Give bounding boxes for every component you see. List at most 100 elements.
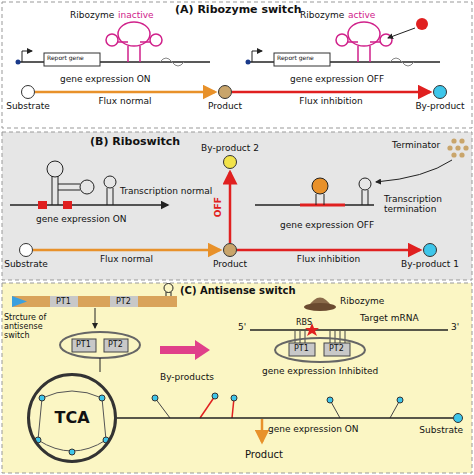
node-label: By-product 2	[201, 143, 259, 153]
panel-a	[2, 2, 472, 128]
terminator-complex-part	[451, 138, 456, 143]
panel-c-part	[164, 284, 173, 293]
annotation-label: Transcription normal	[120, 186, 212, 196]
panel-title: (C) Antisense switch	[180, 285, 296, 297]
node-label: Substrate	[4, 259, 48, 269]
panel-c-part	[95, 308, 96, 328]
panel-a-part	[416, 18, 428, 30]
annotation-label: PT2	[116, 297, 131, 306]
edge-label: Flux inhibition	[297, 254, 360, 264]
panel-c-part	[289, 343, 315, 356]
ribozyme-construct-part	[22, 51, 32, 62]
annotation-label: Strcture of antisense switch	[4, 313, 64, 341]
ribozyme-construct-part	[44, 53, 100, 66]
terminator-complex-part	[451, 152, 456, 157]
panel-c-part	[250, 329, 448, 331]
flux-arrow	[237, 249, 420, 252]
panel-a-part	[2, 2, 472, 128]
by-product-branches-part	[155, 398, 170, 418]
panel-b-part	[316, 194, 324, 205]
annotation-label: gene expression OFF	[280, 220, 374, 230]
annotation-label: PT1	[294, 344, 309, 353]
edge-label: Flux normal	[100, 254, 153, 264]
panel-b-part	[359, 178, 371, 190]
ribozyme-construct-part	[118, 22, 150, 46]
ribozyme-construct-part	[118, 41, 150, 43]
annotation-label: 3'	[451, 322, 459, 332]
tca-network-part	[99, 395, 105, 401]
panel-b-part	[63, 201, 72, 209]
terminator-complex-part	[455, 145, 460, 150]
annotation-label: Target mRNA	[360, 313, 419, 323]
panel-b-part	[52, 176, 58, 205]
annotation-label: Ribozyme	[340, 296, 384, 306]
node-label: Substrate	[419, 425, 463, 435]
annotation-label: RBS	[296, 318, 312, 327]
tca-network	[35, 391, 109, 455]
metabolite-circle: Substrate	[21, 85, 35, 99]
panel-b-part	[10, 204, 168, 206]
tca-network-part	[38, 391, 106, 451]
panel-c-part	[261, 419, 264, 442]
panel-b-part	[2, 132, 472, 280]
terminator-complex	[447, 138, 468, 157]
panel-b-part	[300, 204, 345, 207]
ribozyme-construct-part	[160, 58, 184, 66]
tca-network-part	[35, 437, 41, 443]
ribozyme-construct-part	[128, 46, 140, 62]
metabolite-circle: Substrate	[453, 413, 463, 423]
ribozyme-construct-part	[150, 34, 162, 46]
panel-a-part	[388, 28, 415, 38]
panel-c-part	[104, 339, 128, 352]
edge-label: OFF	[213, 198, 223, 218]
metabolite-circle: By-product 1	[423, 243, 437, 257]
panel-b-part	[47, 161, 63, 177]
panel-b-part	[362, 204, 374, 206]
ribozyme-construct-part	[16, 60, 21, 65]
panel-b	[2, 132, 472, 280]
by-product-branches-part	[327, 397, 333, 403]
by-product-branches-part	[231, 395, 237, 401]
annotation-label: Report gene	[47, 55, 84, 62]
flux-arrow	[117, 417, 453, 419]
panel-b-part	[38, 201, 47, 209]
ribozyme-construct	[16, 22, 211, 66]
panel-c-part	[72, 339, 96, 352]
annotation-label: PT2	[108, 340, 123, 349]
ribozyme-construct-part	[106, 34, 118, 46]
panel-a-part	[246, 22, 441, 66]
edge-label: Flux inhibition	[299, 96, 362, 106]
panel-c-part	[12, 296, 177, 307]
panel-b-part	[104, 176, 116, 188]
panel-b-part	[58, 184, 80, 190]
panel-b-part	[255, 204, 362, 206]
panel-c-part	[160, 340, 210, 360]
annotation-label: Ribozyme	[70, 10, 114, 20]
annotation-label: gene expression Inhibited	[262, 366, 378, 376]
panel-c-part	[12, 296, 27, 307]
metabolite-circle: By-product	[433, 85, 447, 99]
annotation-label: 5'	[238, 322, 246, 332]
node-label: TCA	[54, 409, 89, 427]
annotation-label: Product	[245, 449, 283, 461]
tca-network-part	[69, 449, 75, 455]
panel-c-part	[275, 338, 365, 362]
node-label: By-product	[415, 101, 464, 111]
tca-network-part	[103, 437, 109, 443]
by-product-branches-part	[397, 397, 403, 403]
by-product-branches-part	[200, 396, 215, 418]
annotation-label: By-products	[160, 372, 214, 382]
by-product-branches-part	[152, 395, 158, 401]
panel-c	[2, 283, 472, 473]
annotation-label: PT2	[329, 344, 344, 353]
node-label: Product	[213, 259, 247, 269]
flux-arrow	[232, 91, 430, 94]
flux-arrow	[35, 91, 215, 94]
panel-c-part	[60, 332, 140, 358]
annotation-label: Transcription termination	[384, 194, 468, 215]
panel-b-part	[312, 178, 328, 194]
metabolite-circle: Product	[223, 243, 237, 257]
annotation-label: gene expression ON	[268, 424, 359, 434]
